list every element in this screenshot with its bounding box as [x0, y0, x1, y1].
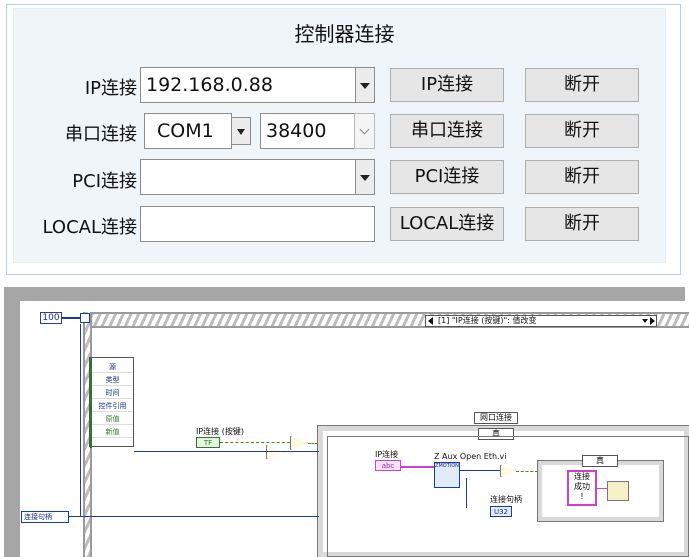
handle-out-indicator[interactable]: U32: [490, 506, 512, 517]
event-item-type[interactable]: 类型: [92, 375, 133, 386]
event-item-oldval[interactable]: 原值: [92, 414, 133, 425]
handle-vertical-wire: [80, 324, 81, 516]
event-item-newval[interactable]: 新值: [92, 427, 133, 438]
open-eth-subvi-icon[interactable]: ZMOTION: [434, 462, 460, 488]
one-button-dialog-icon[interactable]: [607, 481, 629, 501]
com-dropdown-arrow-icon[interactable]: [231, 117, 251, 145]
boolean-wire-1: [220, 442, 290, 443]
boolean-wire-2: [308, 443, 318, 444]
case-dropdown-icon[interactable]: [642, 319, 648, 323]
ip-string-label: IP连接: [375, 450, 399, 459]
success-case-selector[interactable]: 真: [582, 455, 618, 467]
pci-connect-button[interactable]: PCI连接: [390, 160, 504, 194]
success-message-constant[interactable]: 连接 成功 !: [567, 470, 597, 506]
event-case-selector-text: [1] "IP连接 (按键)": 值改变: [438, 316, 537, 325]
ip-dropdown-arrow-icon[interactable]: [355, 67, 375, 103]
open-vi-icon-text: ZMOTION: [435, 463, 459, 469]
timeout-wire: [62, 317, 80, 319]
ip-string-control[interactable]: abc: [375, 460, 401, 471]
subvi-error-wire: [460, 470, 500, 471]
ip-disconnect-button[interactable]: 断开: [525, 68, 639, 102]
sequence-case-selector[interactable]: 真: [478, 428, 514, 440]
serial-disconnect-button[interactable]: 断开: [525, 114, 639, 148]
sequence-case-value: 真: [492, 429, 500, 438]
ip-connect-label: IP连接: [84, 78, 137, 99]
pci-dropdown-arrow-icon[interactable]: [355, 159, 375, 195]
handle-out-vertical-wire: [466, 478, 467, 508]
pci-connect-label: PCI连接: [72, 171, 137, 192]
timeout-terminal-icon[interactable]: [80, 313, 90, 323]
success-case-value: 真: [596, 456, 604, 465]
event-item-source[interactable]: 源: [92, 362, 133, 373]
message-wire: [597, 488, 607, 489]
handle-terminal[interactable]: 连接句柄: [21, 511, 69, 523]
ip-address-combobox[interactable]: 192.168.0.88: [140, 67, 356, 103]
panel-title: 控制器连接: [294, 22, 395, 46]
sequence-label: 网口连接: [474, 412, 518, 424]
boolean-wire-3: [516, 471, 538, 472]
handle-wire: [69, 516, 319, 517]
event-data-node[interactable]: 源 类型 时间 控件引用 原值 新值: [89, 357, 134, 448]
local-input[interactable]: [140, 206, 375, 242]
handle-out-label: 连接句柄: [490, 495, 522, 504]
pci-card-combobox[interactable]: [140, 159, 356, 195]
timeout-constant[interactable]: 100: [40, 312, 62, 324]
string-wire: [401, 466, 434, 468]
case-next-arrow-icon[interactable]: [650, 317, 655, 325]
local-disconnect-button[interactable]: 断开: [525, 207, 639, 241]
event-item-time[interactable]: 时间: [92, 388, 133, 399]
ip-button-terminal[interactable]: TF: [196, 437, 220, 448]
local-connect-label: LOCAL连接: [42, 217, 137, 238]
pci-disconnect-button[interactable]: 断开: [525, 160, 639, 194]
case-prev-arrow-icon[interactable]: [428, 317, 433, 325]
event-item-ctlref[interactable]: 控件引用: [92, 401, 133, 412]
newval-wire: [134, 451, 319, 452]
success-case-structure[interactable]: [537, 460, 664, 522]
baud-dropdown-chevron-icon[interactable]: [354, 113, 375, 149]
event-node-strip: [90, 358, 92, 448]
handle-terminal-text: 连接句柄: [24, 513, 52, 521]
open-vi-label: Z Aux Open Eth.vi: [434, 452, 507, 461]
baud-rate-select[interactable]: 38400: [260, 113, 355, 149]
local-connect-button[interactable]: LOCAL连接: [390, 207, 504, 241]
event-case-selector[interactable]: [1] "IP连接 (按键)": 值改变: [425, 315, 657, 327]
ip-connect-button[interactable]: IP连接: [390, 68, 504, 102]
serial-connect-label: 串口连接: [65, 124, 137, 145]
com-port-select[interactable]: COM1: [144, 113, 232, 149]
serial-connect-button[interactable]: 串口连接: [390, 114, 504, 148]
ip-button-terminal-label: IP连接 (按键): [196, 427, 244, 436]
